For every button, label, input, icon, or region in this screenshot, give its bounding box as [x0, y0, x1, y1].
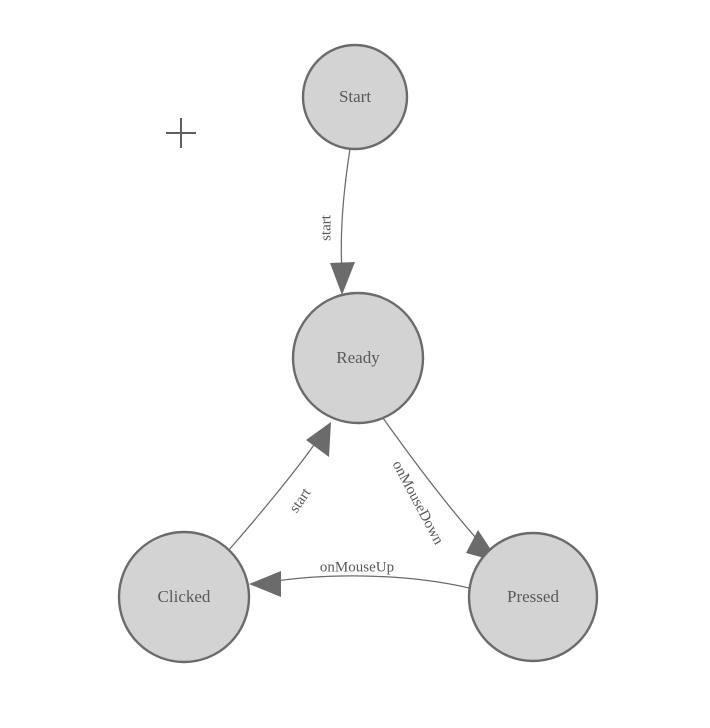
node-start[interactable]: Start [301, 43, 409, 151]
node-ready[interactable]: Ready [291, 291, 425, 425]
edge-line [340, 148, 351, 273]
edge-label-clicked-to-ready: start [287, 485, 315, 516]
node-label: Ready [336, 348, 380, 367]
edge-clicked-to-ready[interactable] [227, 422, 331, 552]
node-label: Pressed [507, 587, 559, 606]
edge-label-pressed-to-clicked: onMouseUp [320, 559, 394, 575]
node-label: Clicked [158, 587, 211, 606]
edge-label-start-to-ready: start [318, 214, 334, 241]
node-pressed[interactable]: Pressed [467, 531, 599, 663]
arrowhead-icon [249, 571, 281, 597]
edge-label-ready-to-pressed: onMouseDown [389, 458, 447, 548]
node-shape [467, 531, 599, 663]
arrowhead-icon [330, 262, 355, 295]
edge-pressed-to-clicked[interactable] [249, 571, 470, 597]
node-shape [117, 530, 251, 664]
node-shape [291, 291, 425, 425]
node-clicked[interactable]: Clicked [117, 530, 251, 664]
crosshair-icon[interactable] [166, 118, 196, 148]
edge-line [382, 417, 485, 548]
arrowhead-icon [306, 422, 331, 457]
edge-line [269, 575, 470, 589]
edge-start-to-ready[interactable] [330, 148, 355, 295]
node-label: Start [339, 87, 371, 106]
node-shape [301, 43, 409, 151]
edge-line [227, 441, 317, 552]
